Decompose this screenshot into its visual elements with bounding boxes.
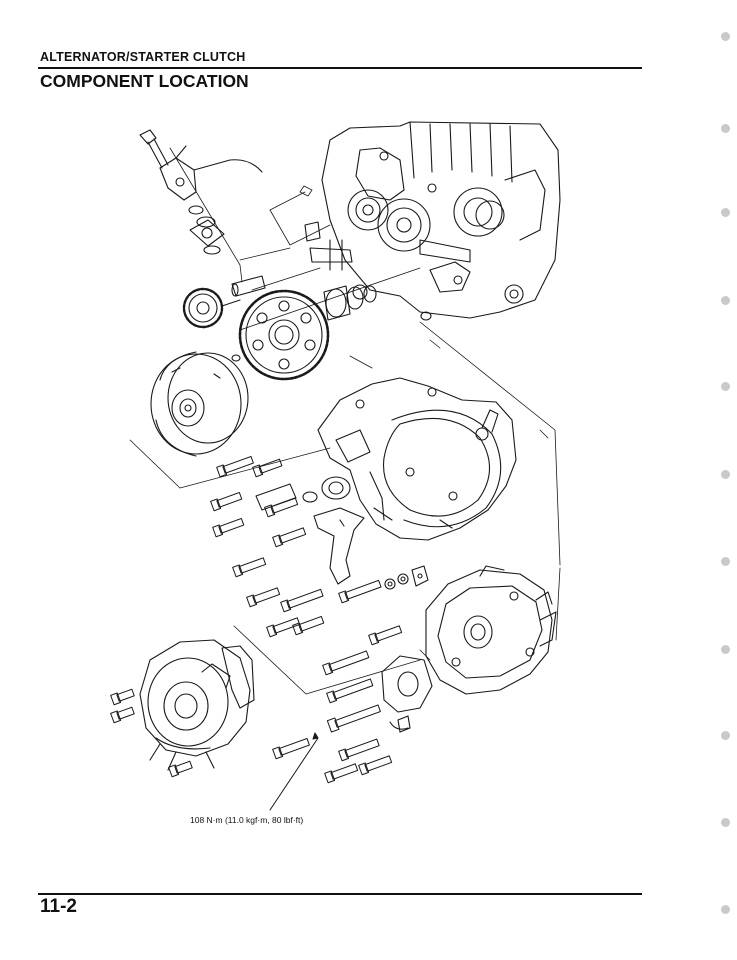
binder-hole xyxy=(721,645,730,654)
binder-hole xyxy=(721,296,730,305)
crankcase-cover-right xyxy=(425,565,557,695)
crankcase-cover-middle xyxy=(302,377,517,541)
page-number: 11-2 xyxy=(40,896,77,917)
binder-hole xyxy=(721,124,730,133)
torque-leader-line xyxy=(269,737,319,811)
starter-driven-gear xyxy=(231,289,330,381)
alignment-lines-upper xyxy=(239,185,331,291)
binder-hole xyxy=(721,208,730,217)
mounting-bracket xyxy=(313,507,365,585)
crankcase-illustration xyxy=(309,121,561,319)
torque-arrowhead xyxy=(312,732,319,740)
binder-hole xyxy=(721,818,730,827)
section-title: ALTERNATOR/STARTER CLUTCH xyxy=(40,50,246,64)
page-title: COMPONENT LOCATION xyxy=(40,71,249,91)
binder-hole xyxy=(721,32,730,41)
alternator-stator-cover xyxy=(139,639,255,771)
alignment-lines-middle xyxy=(129,267,561,566)
binder-hole xyxy=(721,731,730,740)
lower-bolts xyxy=(110,650,393,784)
flywheel-rotor xyxy=(150,351,249,457)
binder-hole xyxy=(721,905,730,914)
cover-bolts xyxy=(210,455,403,646)
washer-set xyxy=(384,565,429,590)
footer-rule xyxy=(38,893,642,895)
header-rule xyxy=(38,67,642,69)
binder-hole xyxy=(721,382,730,391)
shaft-and-bearings xyxy=(231,221,432,321)
small-cover xyxy=(381,655,433,733)
binder-hole xyxy=(721,557,730,566)
starter-bolt-and-sensor xyxy=(139,129,263,283)
binder-hole xyxy=(721,470,730,479)
torque-specification-label: 108 N·m (11.0 kgf·m, 80 lbf·ft) xyxy=(190,815,304,825)
starter-reduction-gear xyxy=(182,287,241,329)
